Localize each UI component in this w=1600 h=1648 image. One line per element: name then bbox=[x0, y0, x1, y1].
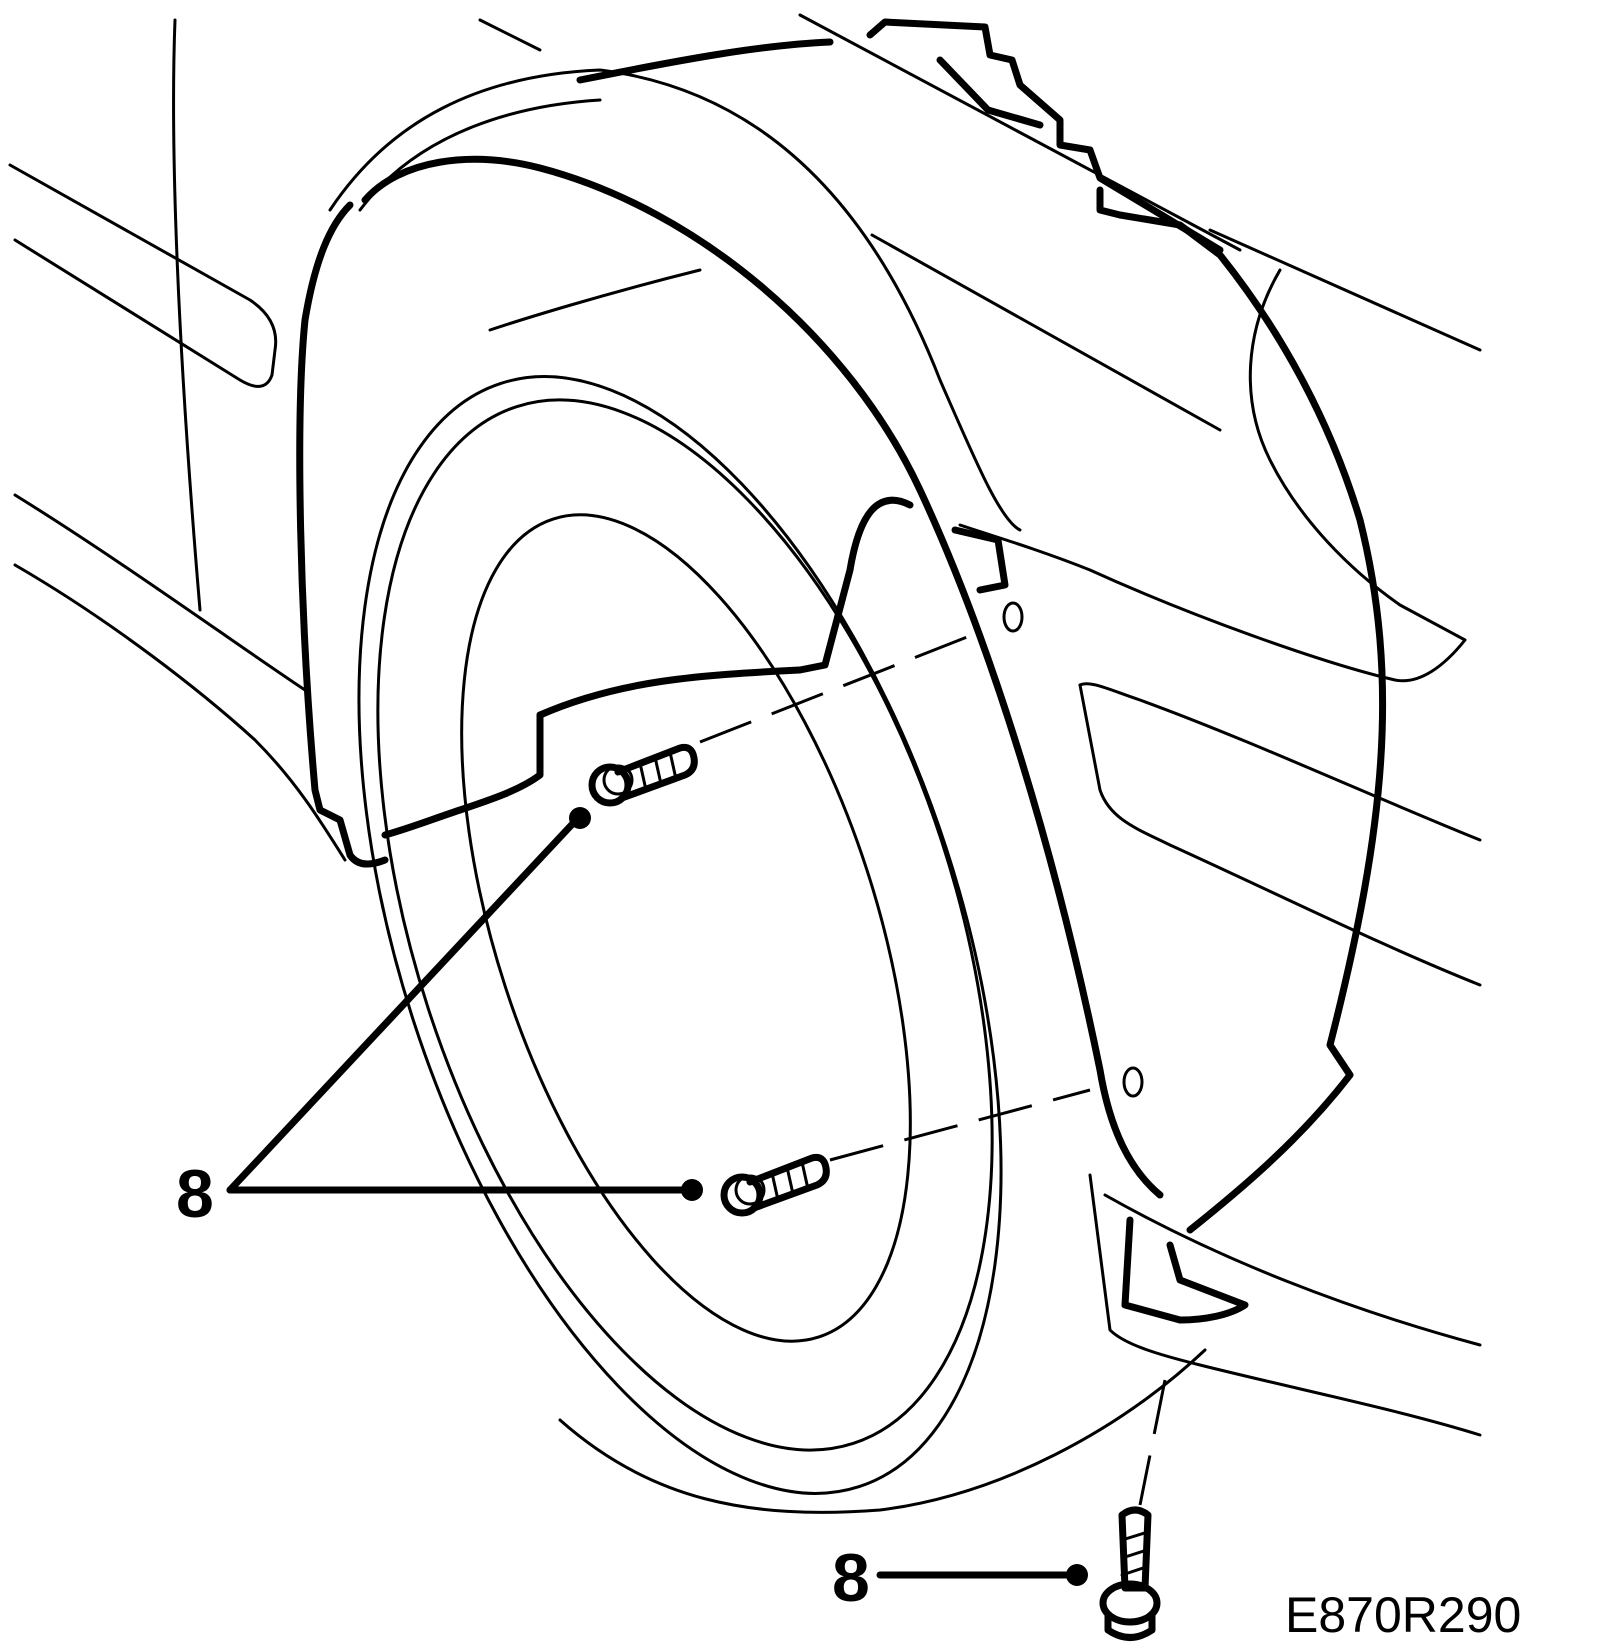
tire bbox=[357, 375, 1207, 1514]
installation-lines bbox=[699, 628, 1167, 1506]
fastener-screw bbox=[588, 744, 698, 807]
fastener-screw bbox=[720, 1154, 830, 1217]
fender-arch bbox=[296, 18, 1482, 1234]
inner-liner bbox=[381, 496, 1482, 1437]
fastener-screw bbox=[1099, 1506, 1161, 1641]
callout-leaders bbox=[226, 807, 1088, 1586]
body-panel-lines bbox=[8, 13, 1242, 862]
callout-number: 8 bbox=[176, 1156, 214, 1232]
figure-code: E870R290 bbox=[1285, 1587, 1522, 1643]
callout-number: 8 bbox=[832, 1540, 870, 1616]
